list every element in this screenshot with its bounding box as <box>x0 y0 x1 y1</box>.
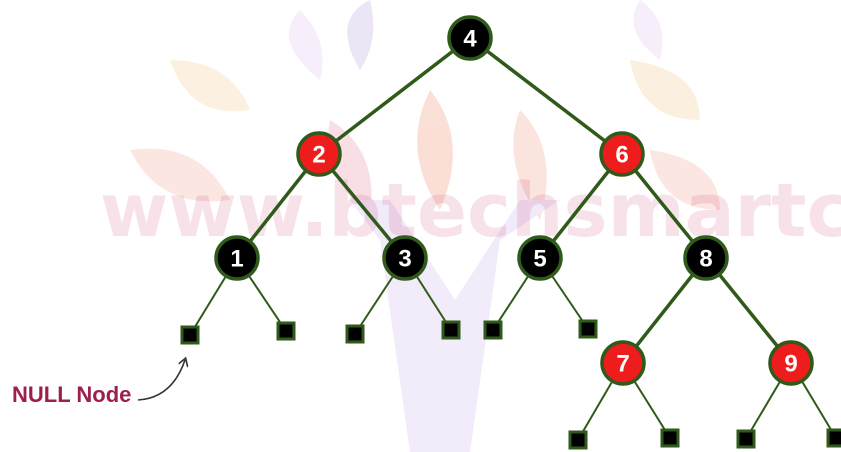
red-node-circle <box>296 131 342 177</box>
tree-node-4: 4 <box>447 15 493 61</box>
tree-node-3: 3 <box>382 235 428 281</box>
node-label: 3 <box>398 246 411 273</box>
red-node-circle <box>599 131 645 177</box>
node-label: 7 <box>616 351 629 378</box>
null-leaf <box>826 428 841 448</box>
null-leaf <box>180 325 200 345</box>
tree-node-2: 2 <box>296 131 342 177</box>
watermark-text: www.btechsmartclass.com <box>100 168 841 254</box>
node-label: 4 <box>463 26 477 53</box>
null-leaf <box>660 428 680 448</box>
tree-node-9: 9 <box>768 340 814 386</box>
black-node-circle <box>447 15 493 61</box>
null-leaf <box>276 321 296 341</box>
tree-node-7: 7 <box>600 340 646 386</box>
node-label: 6 <box>615 142 628 169</box>
null-leaf <box>345 324 365 344</box>
tree-node-5: 5 <box>517 235 563 281</box>
nodes-layer: 4 2 6 1 3 5 8 7 9 <box>214 15 814 386</box>
edge-n4-n6 <box>468 36 624 156</box>
node-label: 9 <box>784 351 797 378</box>
tree-node-6: 6 <box>599 131 645 177</box>
tree-node-1: 1 <box>214 235 260 281</box>
null-leaf <box>483 320 503 340</box>
black-node-circle <box>382 235 428 281</box>
null-leaves-layer <box>180 319 841 450</box>
null-node-annotation: NULL Node <box>12 360 185 407</box>
edge-n4-n2 <box>317 36 472 156</box>
null-leaf <box>578 319 598 339</box>
node-label: 2 <box>312 142 325 169</box>
null-leaf <box>568 430 588 450</box>
black-node-circle <box>214 235 260 281</box>
black-node-circle <box>683 235 729 281</box>
black-node-circle <box>517 235 563 281</box>
node-label: 8 <box>699 246 712 273</box>
node-label: 5 <box>533 246 546 273</box>
null-node-label: NULL Node <box>12 382 131 407</box>
red-node-circle <box>768 340 814 386</box>
annotation-arrow <box>137 360 185 401</box>
null-leaf <box>441 320 461 340</box>
red-node-circle <box>600 340 646 386</box>
tree-node-8: 8 <box>683 235 729 281</box>
node-label: 1 <box>230 246 243 273</box>
null-leaf <box>736 429 756 449</box>
